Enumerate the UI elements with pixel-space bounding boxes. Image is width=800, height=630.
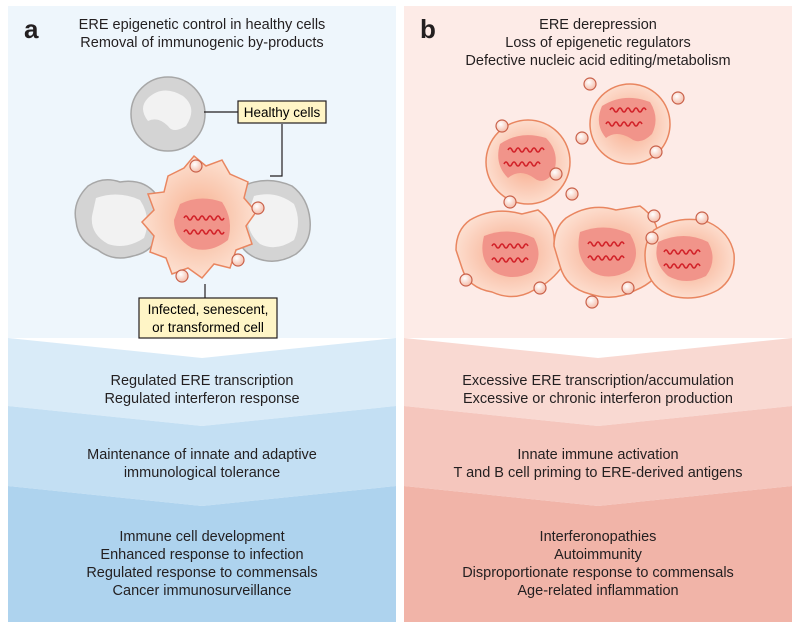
panel-b-header: ERE derepression Loss of epigenetic regu…	[404, 16, 792, 70]
band-text-line: Regulated interferon response	[104, 391, 300, 407]
band-text-line: immunological tolerance	[123, 465, 281, 481]
band-text-line: Autoimmunity	[554, 547, 642, 563]
panel-b-chevron-band-2	[404, 406, 792, 506]
band-text-line: Innate immune activation	[517, 447, 679, 463]
panel-a-header-line: Removal of immunogenic by-products	[80, 35, 324, 51]
panel-letter-a: a	[24, 14, 39, 44]
panel-a-header-line: ERE epigenetic control in healthy cells	[78, 17, 326, 33]
healthy-cell-left	[74, 179, 164, 259]
panel-b-band-2-text: Innate immune activation T and B cell pr…	[404, 446, 792, 482]
band-text-line: Interferonopathies	[539, 529, 657, 545]
infected-nucleus	[174, 198, 230, 250]
panel-a-band-2-text: Maintenance of innate and adaptive immun…	[8, 446, 396, 482]
healthy-leader-line-2	[270, 124, 283, 177]
panel-b-band-1-text: Excessive ERE transcription/accumulation…	[404, 372, 792, 408]
panel-b-background	[404, 6, 792, 622]
activated-cell-irregular-3	[644, 218, 735, 299]
panel-letter-b: b	[420, 14, 436, 44]
healthy-cells-label-box	[237, 100, 327, 124]
band-text-line: Disproportionate response to commensals	[462, 565, 734, 581]
rna-squiggle	[183, 215, 225, 221]
rna-squiggle	[183, 229, 225, 235]
activated-cell-round-2	[589, 83, 671, 165]
panel-a-header: ERE epigenetic control in healthy cells …	[8, 16, 396, 52]
panel-a-band-3-text: Immune cell development Enhanced respons…	[8, 528, 396, 600]
activated-cell-round-1	[485, 119, 571, 205]
panel-b-chevron-band-1	[404, 338, 792, 426]
panel-b-header-line: ERE derepression	[539, 17, 657, 33]
band-text-line: Cancer immunosurveillance	[112, 583, 292, 599]
vesicles-b	[459, 77, 709, 309]
panel-b: b ERE derepression Loss of epigenetic re…	[404, 6, 792, 622]
infected-cell-label-line-2: or transformed cell	[152, 320, 264, 335]
band-text-line: Regulated response to commensals	[86, 565, 318, 581]
band-text-line: Maintenance of innate and adaptive	[87, 447, 317, 463]
infected-cell-label-box	[138, 297, 278, 339]
panel-b-chevron-band-3	[404, 486, 792, 622]
panel-b-band-3-text: Interferonopathies Autoimmunity Dispropo…	[404, 528, 792, 600]
activated-cell-irregular-2	[553, 205, 667, 298]
band-text-line: Excessive or chronic interferon producti…	[463, 391, 733, 407]
band-text-line: T and B cell priming to ERE-derived anti…	[453, 465, 743, 481]
panel-a-background: Healthy cells Infected, senescent, or tr…	[8, 6, 396, 622]
panel-a-chevron-band-3	[8, 486, 396, 622]
healthy-cell-top	[130, 76, 206, 152]
panel-a-chevron-band-2	[8, 406, 396, 506]
band-text-line: Excessive ERE transcription/accumulation	[462, 373, 734, 389]
band-text-line: Immune cell development	[119, 529, 285, 545]
vesicles-a	[175, 159, 265, 283]
band-text-line: Age-related inflammation	[517, 583, 679, 599]
panel-a: Healthy cells Infected, senescent, or tr…	[8, 6, 396, 622]
panel-b-header-line: Defective nucleic acid editing/metabolis…	[465, 53, 731, 69]
band-text-line: Enhanced response to infection	[100, 547, 304, 563]
panel-a-band-1-text: Regulated ERE transcription Regulated in…	[8, 372, 396, 408]
healthy-cells-label: Healthy cells	[244, 105, 321, 120]
activated-cell-irregular-1	[455, 209, 565, 298]
panel-a-chevron-band-1	[8, 338, 396, 426]
panel-b-header-line: Loss of epigenetic regulators	[505, 35, 691, 51]
infected-cell-label-line-1: Infected, senescent,	[148, 302, 269, 317]
infected-cell	[140, 154, 257, 280]
band-text-line: Regulated ERE transcription	[110, 373, 294, 389]
